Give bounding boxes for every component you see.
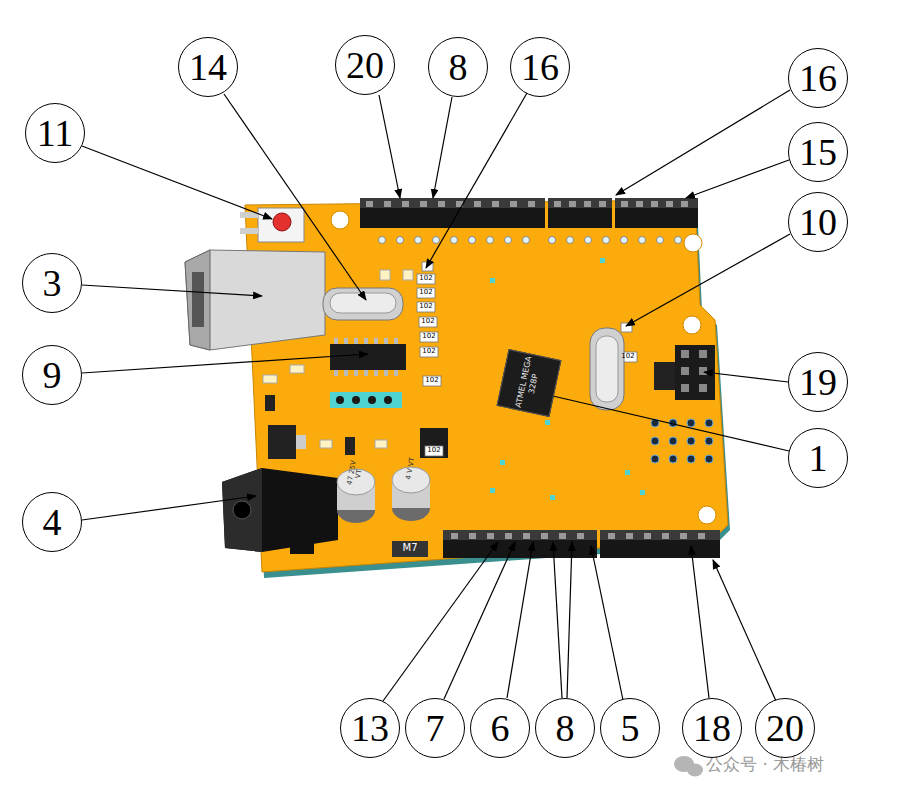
led	[403, 270, 413, 280]
part-marking: 102	[417, 275, 435, 282]
led	[380, 270, 390, 280]
callout-number: 4	[43, 503, 62, 541]
capacitor-smd	[320, 440, 332, 448]
callout-circle: 15	[788, 122, 848, 182]
dc-jack-face	[222, 468, 262, 552]
crystal	[590, 328, 624, 410]
callout-number: 11	[37, 114, 74, 152]
callout-circle: 7	[405, 698, 465, 758]
part-marking: M7	[392, 543, 428, 554]
callout-number: 16	[799, 59, 837, 97]
callout-number: 15	[799, 133, 837, 171]
regulator	[268, 425, 296, 459]
callout-circle: 20	[755, 698, 815, 758]
jack-pin	[290, 540, 314, 554]
resistor-symbol	[417, 274, 637, 456]
usb-connector	[185, 250, 325, 350]
chip-marking: ATMEL MEGA 328P	[514, 354, 544, 413]
watermark: 公众号 · 木椿树	[706, 756, 886, 774]
callout-circle: 16	[510, 37, 570, 97]
callout-circle: 18	[682, 698, 742, 758]
crystal-top	[596, 336, 618, 402]
part-marking: 102	[619, 353, 637, 360]
callout-circle: 8	[428, 37, 488, 97]
button-leg	[240, 228, 258, 234]
reset-button-base	[258, 208, 304, 242]
mount-hole	[683, 316, 701, 334]
part-marking: 102	[417, 289, 435, 296]
transistor	[265, 395, 275, 411]
jack-hole	[233, 501, 251, 519]
op-amp-chip	[420, 428, 448, 458]
led	[263, 375, 277, 383]
callout-circle: 11	[25, 103, 85, 163]
callout-circle: 9	[22, 345, 82, 405]
pad-row	[379, 237, 682, 244]
callout-circle: 8	[535, 698, 595, 758]
callout-number: 5	[621, 709, 640, 747]
usb-connector-face	[185, 250, 210, 350]
callout-circle: 10	[788, 192, 848, 252]
part-marking: 102	[420, 333, 438, 340]
reset-button	[273, 213, 291, 231]
callout-number: 1	[809, 439, 828, 477]
led	[621, 323, 632, 332]
part-marking: 102	[420, 348, 438, 355]
callout-number: 9	[43, 356, 62, 394]
leader-lines	[82, 90, 790, 701]
transistor	[345, 437, 355, 455]
mount-hole	[684, 234, 702, 252]
callout-number: 20	[766, 709, 804, 747]
callout-number: 20	[346, 46, 384, 84]
regulator-tab	[296, 435, 306, 449]
callout-number: 19	[799, 363, 837, 401]
dc-jack	[222, 468, 338, 552]
callout-circle: 6	[470, 698, 530, 758]
pad-strip	[330, 392, 402, 408]
callout-number: 6	[491, 709, 510, 747]
watermark-icon	[674, 756, 703, 777]
pin-header	[443, 530, 720, 558]
led	[290, 365, 304, 373]
part-marking: 102	[417, 303, 435, 310]
callout-circle: 16	[788, 48, 848, 108]
callout-number: 14	[189, 48, 227, 86]
callout-circle: 14	[178, 37, 238, 97]
callout-circle: 20	[335, 35, 395, 95]
callout-number: 8	[556, 709, 575, 747]
pin-header	[360, 198, 698, 228]
diode	[654, 362, 676, 390]
callout-number: 16	[521, 48, 559, 86]
part-marking: 102	[425, 447, 443, 454]
usb-serial-chip	[330, 344, 406, 370]
callout-circle: 3	[22, 253, 82, 313]
callout-number: 13	[351, 709, 389, 747]
usb-opening	[192, 272, 204, 327]
callout-number: 10	[799, 203, 837, 241]
callout-circle: 19	[788, 352, 848, 412]
part-marking: 102	[419, 318, 437, 325]
crystal	[323, 288, 403, 320]
mount-hole	[331, 211, 349, 229]
part-marking: 102	[423, 377, 441, 384]
callout-number: 3	[43, 264, 62, 302]
callout-circle: 1	[788, 428, 848, 488]
callout-number: 18	[693, 709, 731, 747]
mount-hole	[698, 506, 716, 524]
capacitor-smd	[375, 440, 387, 448]
callout-circle: 5	[600, 698, 660, 758]
callout-number: 7	[426, 709, 445, 747]
callout-number: 8	[449, 48, 468, 86]
callout-circle: 4	[22, 492, 82, 552]
callout-circle: 13	[340, 698, 400, 758]
diode-m7	[392, 541, 428, 557]
